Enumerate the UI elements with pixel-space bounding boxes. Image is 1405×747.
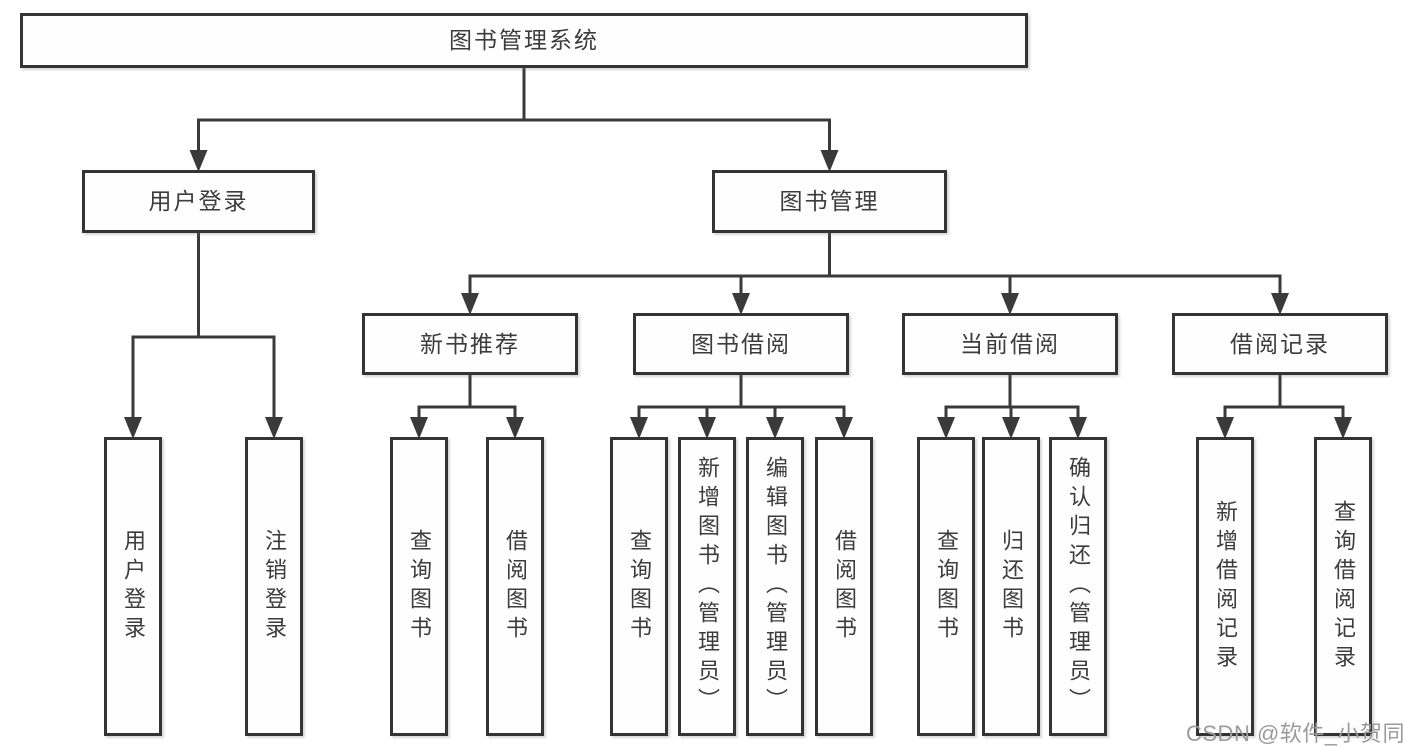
node-query-books-recommend: 查询图书 — [390, 437, 448, 736]
node-return-books: 归还图书 — [982, 437, 1040, 736]
watermark: CSDN @软件_小贺同学 — [1186, 721, 1405, 746]
node-user-login: 用户登录 — [82, 170, 315, 233]
node-label: 新增借阅记录 — [1213, 499, 1238, 674]
node-query-borrow-record: 查询借阅记录 — [1314, 437, 1372, 736]
node-label: 图书借阅 — [691, 330, 791, 357]
node-label: 新书推荐 — [420, 330, 520, 357]
node-label: 用户登录 — [121, 528, 146, 645]
node-add-borrow-record: 新增借阅记录 — [1196, 437, 1254, 736]
node-label: 图书管理系统 — [449, 27, 599, 53]
arrowhead-icon — [1271, 293, 1289, 315]
node-borrowing-records: 借阅记录 — [1172, 313, 1388, 375]
node-user-login-leaf: 用户登录 — [104, 437, 162, 736]
arrowhead-icon — [410, 417, 428, 439]
arrowhead-icon — [1002, 417, 1020, 439]
node-root: 图书管理系统 — [20, 13, 1028, 68]
node-label: 确认归还（管理员） — [1066, 456, 1091, 717]
arrowhead-icon — [1216, 417, 1234, 439]
node-label: 当前借阅 — [960, 330, 1060, 357]
node-logout-leaf: 注销登录 — [245, 437, 303, 736]
arrowhead-icon — [1334, 417, 1352, 439]
arrowhead-icon — [630, 417, 648, 439]
node-label: 图书管理 — [779, 188, 880, 214]
arrowhead-icon — [937, 417, 955, 439]
arrowhead-icon — [189, 150, 208, 172]
arrowhead-icon — [820, 150, 839, 172]
node-label: 查询图书 — [627, 528, 652, 645]
arrowhead-icon — [732, 293, 750, 315]
node-add-book-admin: 新增图书（管理员） — [678, 437, 736, 736]
arrowhead-icon — [1069, 417, 1087, 439]
node-label: 注销登录 — [262, 528, 287, 645]
arrowhead-icon — [835, 417, 853, 439]
node-label: 用户登录 — [148, 188, 249, 214]
node-label: 编辑图书（管理员） — [763, 456, 788, 717]
node-label: 归还图书 — [999, 528, 1024, 645]
node-borrow-books-borrowing: 借阅图书 — [815, 437, 873, 736]
node-label: 查询图书 — [934, 528, 959, 645]
node-label: 借阅图书 — [832, 528, 857, 645]
arrowhead-icon — [265, 417, 283, 439]
node-borrow-books-recommend: 借阅图书 — [486, 437, 544, 736]
node-current-borrowing: 当前借阅 — [902, 313, 1118, 375]
node-query-books-current: 查询图书 — [917, 437, 975, 736]
node-label: 查询借阅记录 — [1331, 499, 1356, 674]
arrowhead-icon — [766, 417, 784, 439]
node-query-books-borrowing: 查询图书 — [610, 437, 668, 736]
node-label: 借阅图书 — [503, 528, 528, 645]
arrowhead-icon — [1001, 293, 1019, 315]
node-confirm-return-admin: 确认归还（管理员） — [1049, 437, 1107, 736]
node-new-book-recommendation: 新书推荐 — [362, 313, 578, 375]
arrowhead-icon — [698, 417, 716, 439]
node-label: 新增图书（管理员） — [695, 456, 720, 717]
arrowhead-icon — [124, 417, 142, 439]
arrowhead-icon — [461, 293, 479, 315]
node-label: 查询图书 — [407, 528, 432, 645]
node-book-management: 图书管理 — [712, 170, 947, 233]
node-book-borrowing: 图书借阅 — [633, 313, 849, 375]
node-edit-book-admin: 编辑图书（管理员） — [746, 437, 804, 736]
arrowhead-icon — [506, 417, 524, 439]
node-label: 借阅记录 — [1230, 330, 1330, 357]
